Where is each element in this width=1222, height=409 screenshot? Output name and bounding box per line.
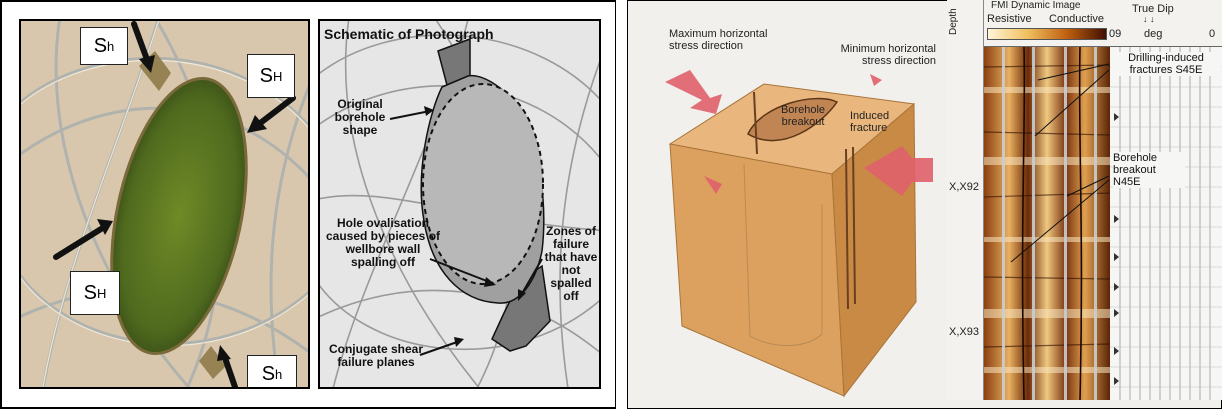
stress-block-diagram: Maximum horizontal stress direction Mini… xyxy=(632,4,942,404)
schematic-panel: Schematic of Photograph Original borehol… xyxy=(318,19,601,389)
label-max-stress: Maximum horizontal stress direction xyxy=(669,28,789,52)
annotation-original-shape: Original borehole shape xyxy=(320,98,400,137)
label-induced-fracture: Induced fracture xyxy=(850,110,910,134)
annotation-drilling-fractures: Drilling-induced fractures S45E xyxy=(1111,52,1221,76)
annotation-zones-failure: Zones of failure that have not spalled o… xyxy=(542,225,600,303)
schematic-drawing xyxy=(320,21,601,389)
label-borehole-breakout: Borehole breakout xyxy=(776,104,830,128)
fmi-log: Depth FMI Dynamic Image Resistive Conduc… xyxy=(947,0,1222,400)
schematic-title: Schematic of Photograph xyxy=(324,28,514,41)
annotation-borehole-breakout: Borehole breakout N45E xyxy=(1113,152,1185,188)
label-min-stress: Minimum horizontal stress direction xyxy=(826,43,936,67)
annotation-conjugate-shear: Conjugate shear failure planes xyxy=(328,343,424,369)
annotation-ovalisation: Hole ovalisation caused by pieces of wel… xyxy=(324,217,442,269)
